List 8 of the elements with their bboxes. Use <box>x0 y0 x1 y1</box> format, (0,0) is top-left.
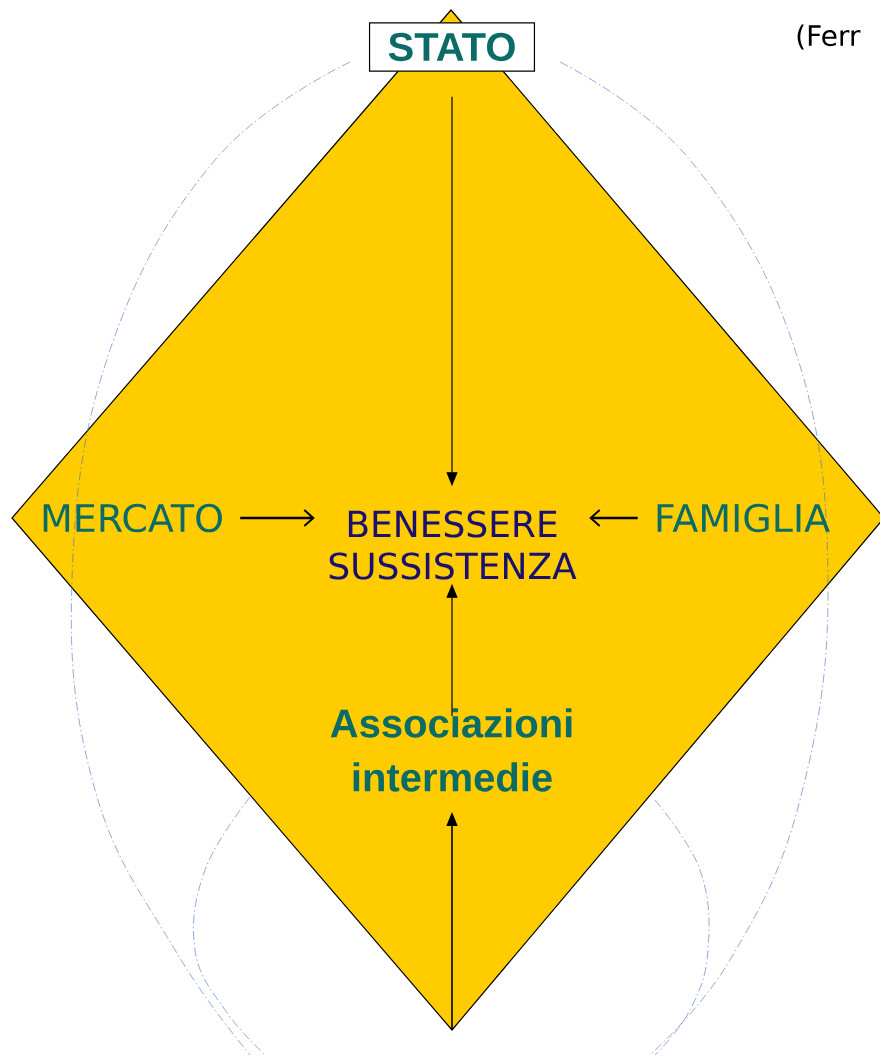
note-text: (Ferr <box>797 24 861 50</box>
node-text: FAMIGLIA <box>657 503 830 533</box>
arrow <box>240 509 315 527</box>
node-text: MERCATO <box>43 503 222 533</box>
node-text: BENESSERE SUSSISTENZA <box>329 510 577 580</box>
arrow <box>589 509 638 527</box>
diamond-shape <box>11 9 880 1031</box>
node-text: Associazioni intermedie <box>330 708 572 792</box>
